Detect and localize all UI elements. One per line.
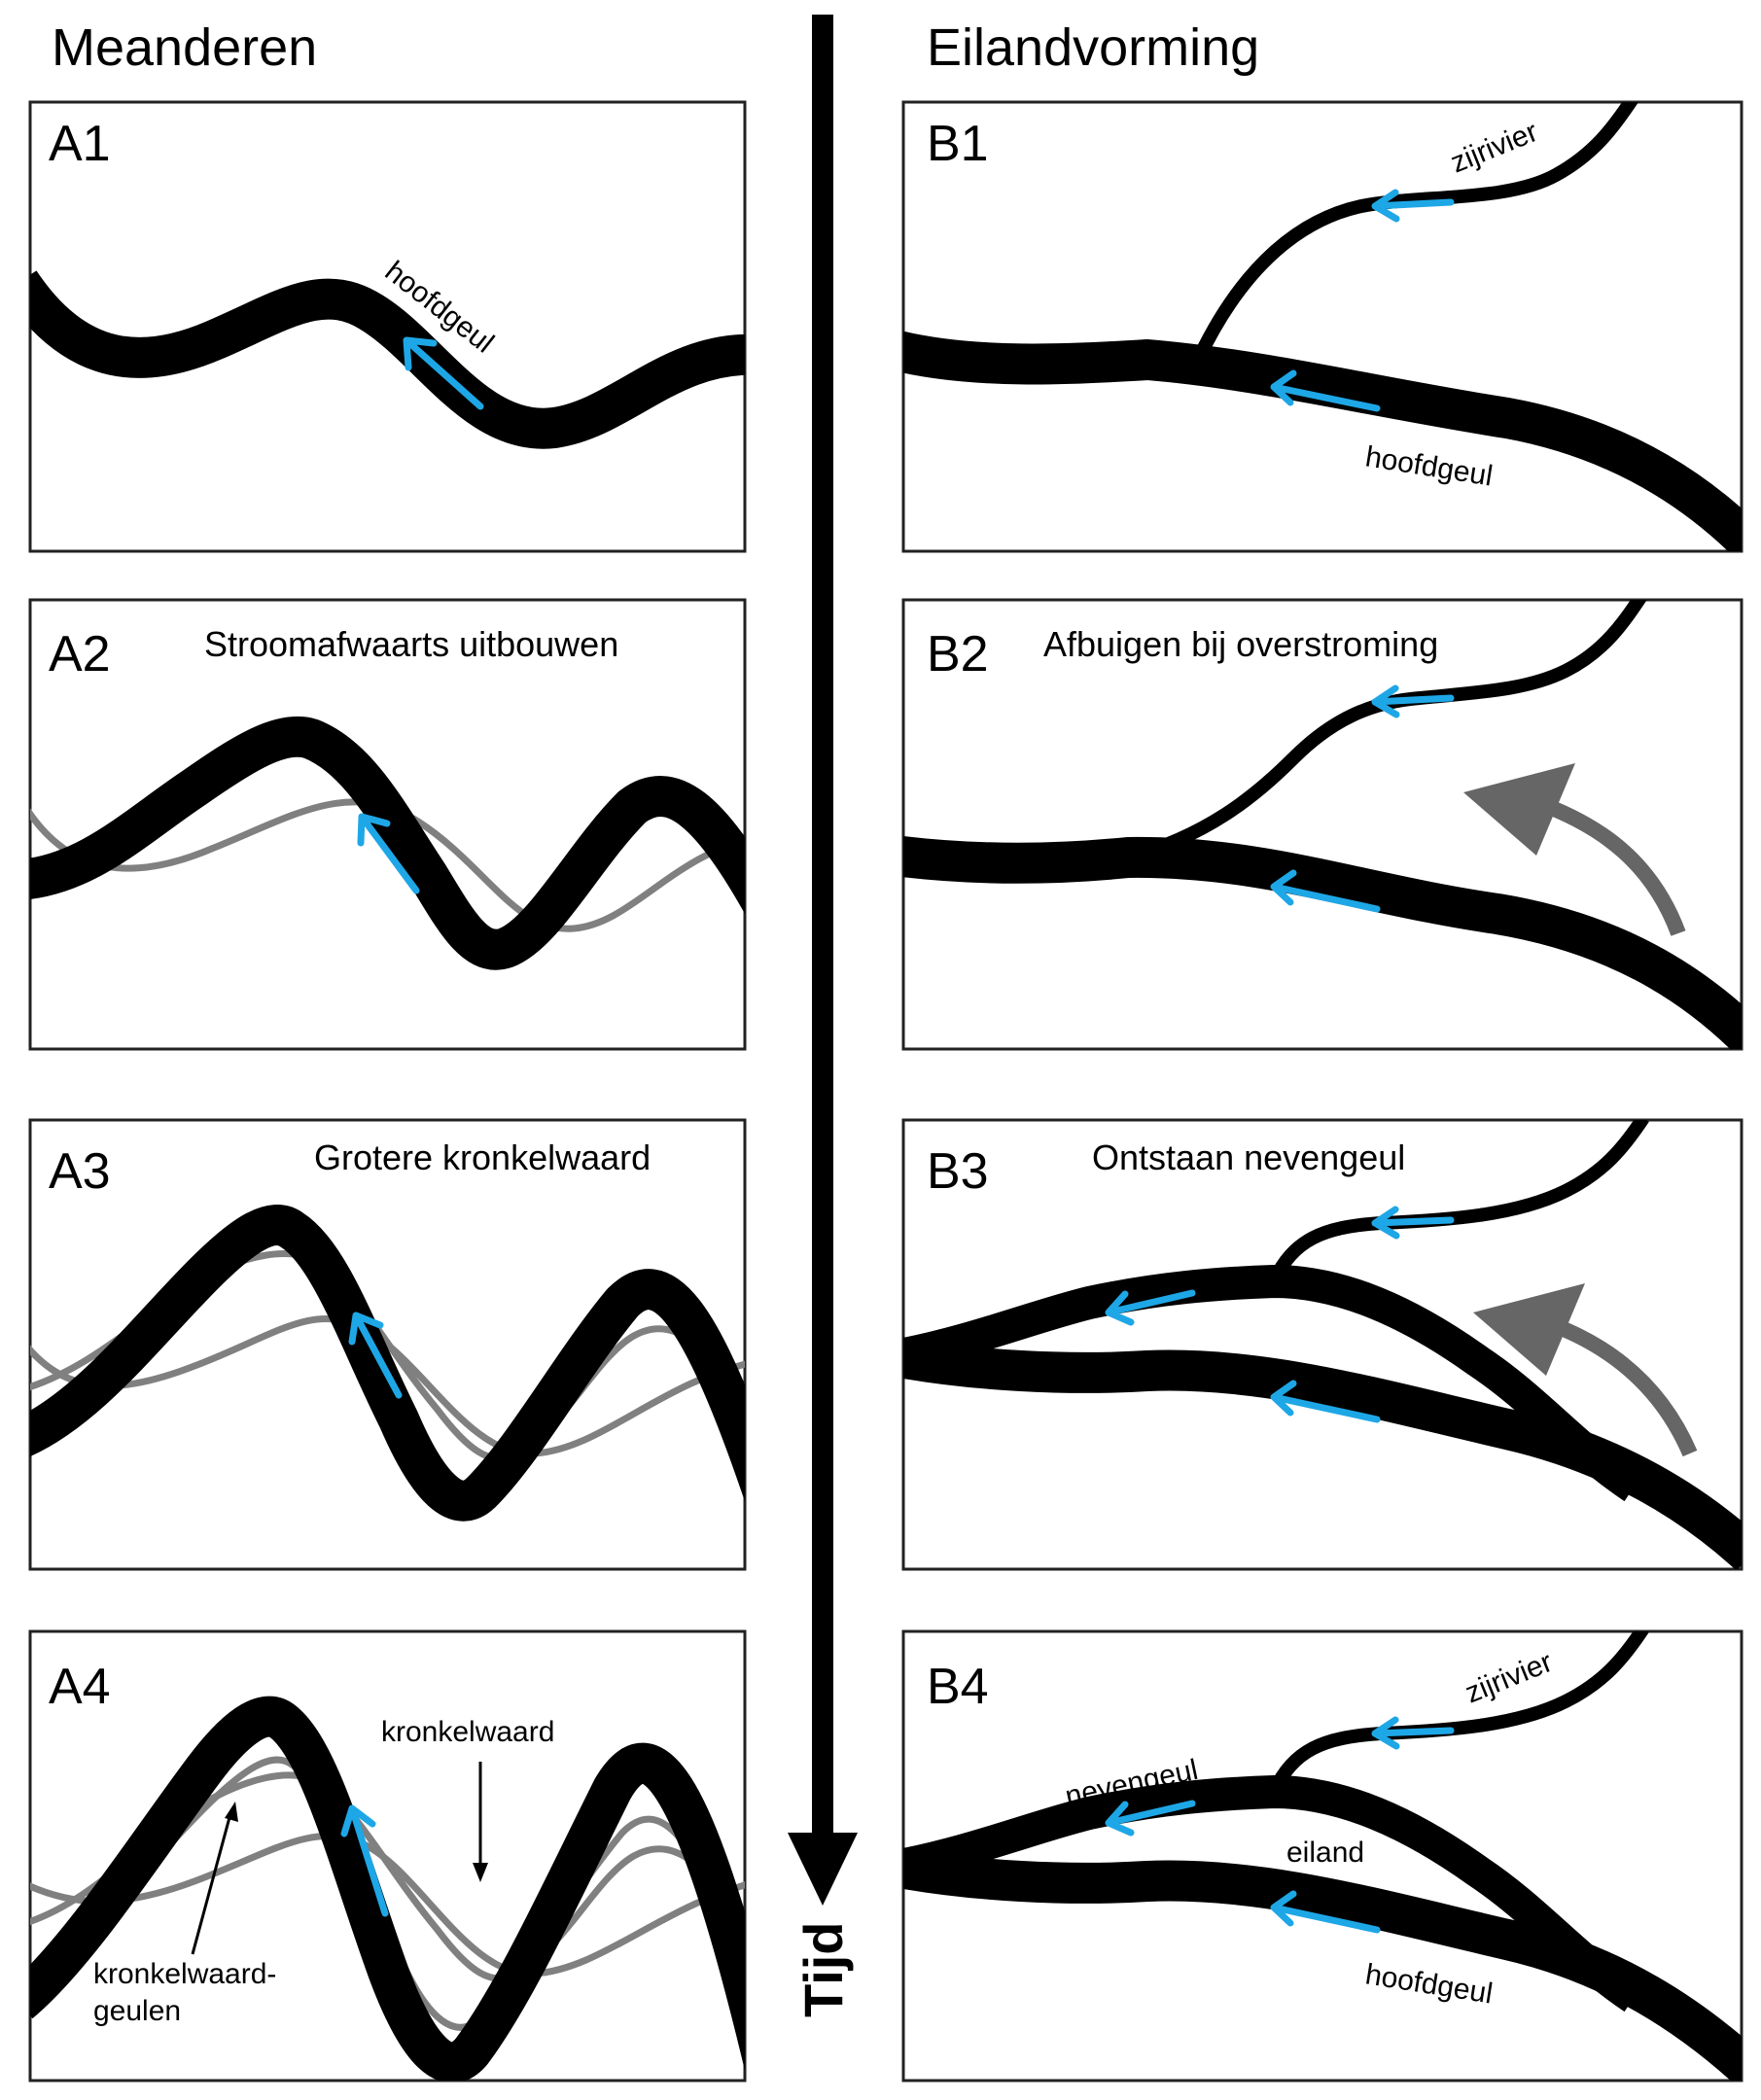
time-arrow-icon bbox=[788, 15, 858, 1906]
time-label: Tijd bbox=[792, 1921, 854, 2017]
panel-b3: B3 Ontstaan nevengeul bbox=[901, 1118, 1743, 1571]
caption: Afbuigen bij overstroming bbox=[1043, 624, 1438, 664]
flow-arrow-icon bbox=[1270, 369, 1381, 412]
main-channel bbox=[903, 1847, 1742, 2081]
overflow-arrow-icon bbox=[1473, 1283, 1698, 1457]
panel-id: A3 bbox=[49, 1143, 111, 1200]
right-column-title: Eilandvorming bbox=[927, 18, 1259, 77]
panel-id: A4 bbox=[49, 1659, 111, 1715]
main-channel bbox=[30, 1696, 745, 2081]
panel-id: B4 bbox=[927, 1659, 989, 1715]
tributary bbox=[1192, 102, 1639, 362]
panel-id: B2 bbox=[927, 626, 989, 682]
panel-id: A2 bbox=[49, 626, 111, 682]
flow-arrow-icon bbox=[1270, 1890, 1381, 1934]
flow-arrow-icon bbox=[348, 1312, 403, 1399]
flow-arrow-icon bbox=[1371, 1206, 1455, 1240]
label-kronkelwaard-geulen-1: kronkelwaard- bbox=[93, 1958, 276, 1990]
panel-a1: A1 hoofdgeul bbox=[28, 100, 747, 553]
panel-b2: B2 Afbuigen bij overstroming bbox=[901, 598, 1743, 1051]
tributary bbox=[1267, 1631, 1649, 1796]
main-channel bbox=[30, 716, 745, 970]
panel-a3: A3 Grotere kronkelwaard bbox=[28, 1118, 747, 1571]
main-channel bbox=[30, 270, 745, 449]
flow-arrow-icon bbox=[1371, 684, 1455, 718]
flow-arrow-icon bbox=[340, 1804, 389, 1917]
flow-arrow-icon bbox=[1371, 189, 1455, 223]
flow-arrow-icon bbox=[403, 336, 484, 410]
caption: Stroomafwaarts uitbouwen bbox=[204, 624, 618, 664]
panel-id: A1 bbox=[49, 116, 111, 172]
panel-a2: A2 Stroomafwaarts uitbouwen bbox=[28, 598, 747, 1051]
flow-arrow-icon bbox=[1105, 1289, 1196, 1326]
pointer-arrow-icon bbox=[473, 1762, 488, 1882]
caption: Grotere kronkelwaard bbox=[314, 1138, 651, 1177]
pointer-arrow-icon bbox=[191, 1802, 238, 1955]
flow-arrow-icon bbox=[357, 813, 420, 894]
main-channel bbox=[903, 331, 1742, 551]
flow-arrow-icon bbox=[1371, 1716, 1455, 1750]
label-kronkelwaard-geulen-2: geulen bbox=[93, 1995, 181, 2027]
main-channel bbox=[903, 835, 1742, 1049]
overflow-arrow-icon bbox=[1463, 763, 1686, 936]
label-kronkelwaard: kronkelwaard bbox=[381, 1716, 554, 1748]
panel-b4: B4 zijrivier nevengeul eiland hoofdgeul bbox=[901, 1629, 1743, 2082]
previous-channel bbox=[30, 798, 745, 932]
panel-id: B1 bbox=[927, 116, 989, 172]
panel-id: B3 bbox=[927, 1143, 989, 1200]
panel-b1: B1 zijrivier hoofdgeul bbox=[901, 100, 1743, 553]
flow-arrow-icon bbox=[1105, 1800, 1196, 1837]
left-column-title: Meanderen bbox=[52, 18, 317, 77]
flow-arrow-icon bbox=[1270, 869, 1381, 913]
label-eiland: eiland bbox=[1286, 1837, 1364, 1869]
panel-a4: A4 kronkelwaard kronkelwaard- geulen bbox=[28, 1629, 747, 2082]
main-channel bbox=[30, 1205, 745, 1522]
caption: Ontstaan nevengeul bbox=[1092, 1138, 1405, 1177]
flow-arrow-icon bbox=[1270, 1380, 1381, 1423]
tributary bbox=[1267, 1120, 1649, 1285]
